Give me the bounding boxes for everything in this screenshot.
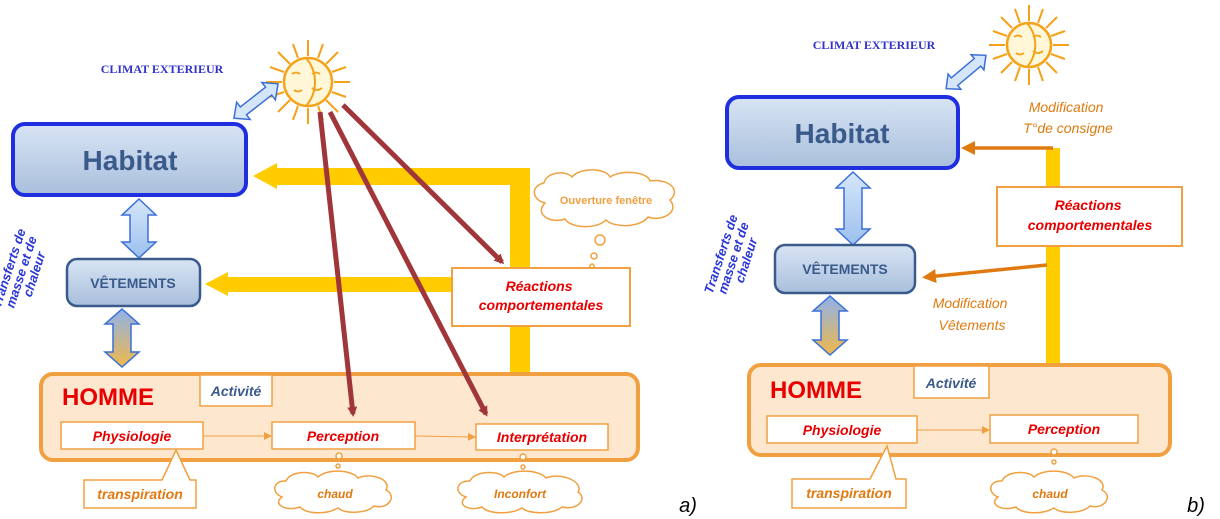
modification-vet-line-1: Modification [933, 295, 1008, 311]
thought-cloud-icon: Inconfort [457, 453, 583, 514]
svg-text:Transferts de masse et: Transferts de masse et de chaleur [0, 223, 55, 317]
homme-box: HOMME Activité Physiologie Perception [747, 363, 1172, 457]
physiologie-label: Physiologie [93, 428, 172, 444]
thought-cloud-icon: chaud [990, 448, 1108, 514]
interpretation-label: Interprétation [497, 429, 587, 445]
homme-box: HOMME Activité Physiologie Perception In… [39, 372, 640, 462]
transfer-side-label: Transferts de masse et de chaleur [701, 209, 766, 303]
double-arrow-icon [233, 81, 279, 121]
reactions-box: Réactions comportementales [996, 186, 1183, 247]
panel-b: CLIMAT EXTERIEUR Habitat Modification T°… [701, 5, 1205, 517]
panel-letter-a: a) [679, 495, 697, 517]
chaud-label: chaud [317, 487, 353, 501]
double-arrow-icon [945, 53, 987, 91]
sun-perception-arrows [317, 103, 505, 417]
climate-label: CLIMAT EXTERIEUR [101, 62, 224, 76]
panel-a: CLIMAT EXTERIEUR Habitat VÊTEMENTS Trans… [0, 40, 697, 517]
modification-vet-line-2: Vêtements [939, 317, 1006, 333]
vetements-box: VÊTEMENTS [65, 257, 202, 308]
climate-label: CLIMAT EXTERIEUR [813, 38, 936, 52]
sun-icon [266, 40, 350, 124]
svg-text:Réactions comportement: Réactions comportementales [479, 278, 604, 313]
homme-label: HOMME [770, 377, 862, 404]
sun-icon [989, 5, 1069, 85]
transpiration-label: transpiration [806, 485, 892, 501]
homme-label: HOMME [62, 384, 154, 411]
transfer-side-label: Transferts de masse et de chaleur [0, 223, 55, 317]
activite-label: Activité [925, 375, 977, 391]
modification-temp-line-1: Modification [1029, 99, 1104, 115]
transpiration-label: transpiration [97, 486, 183, 502]
vetements-label: VÊTEMENTS [802, 260, 888, 277]
modification-vet-label: Modification Vêtements [933, 295, 1012, 333]
thought-cloud-icon: Ouverture fenêtre [533, 169, 676, 269]
double-arrow-icon [103, 307, 141, 369]
chaud-label: chaud [1032, 487, 1068, 501]
svg-text:Réactions comportement: Réactions comportementales [1028, 197, 1153, 233]
physiologie-label: Physiologie [803, 422, 882, 438]
ouverture-label: Ouverture fenêtre [560, 195, 652, 207]
activite-label: Activité [210, 383, 262, 399]
vetements-label: VÊTEMENTS [90, 274, 176, 291]
habitat-box: Habitat [11, 122, 248, 197]
reactions-line-1: Réactions [1055, 197, 1122, 213]
modification-temp-line-2: T°de consigne [1023, 120, 1113, 136]
perception-label: Perception [1028, 421, 1100, 437]
panel-letter-b: b) [1187, 495, 1205, 517]
modification-temp-label: Modification T°de consigne [1023, 99, 1113, 136]
perception-label: Perception [307, 428, 379, 444]
habitat-label: Habitat [795, 118, 890, 149]
transpiration-callout: transpiration [83, 448, 197, 509]
double-arrow-icon [811, 294, 849, 357]
modification-arrows [922, 141, 1053, 284]
reactions-line-2: comportementales [479, 297, 604, 313]
thought-cloud-icon: chaud [274, 452, 392, 514]
double-arrow-icon [120, 197, 158, 260]
svg-text:Transferts de masse et: Transferts de masse et de chaleur [701, 209, 766, 303]
double-arrow-icon [834, 170, 872, 247]
habitat-label: Habitat [83, 145, 178, 176]
habitat-box: Habitat [725, 95, 960, 170]
reactions-line-2: comportementales [1028, 217, 1153, 233]
reactions-box: Réactions comportementales [451, 267, 631, 327]
reactions-line-1: Réactions [506, 278, 573, 294]
inconfort-label: Inconfort [494, 487, 547, 501]
transpiration-callout: transpiration [791, 443, 907, 509]
vetements-box: VÊTEMENTS [773, 243, 917, 295]
